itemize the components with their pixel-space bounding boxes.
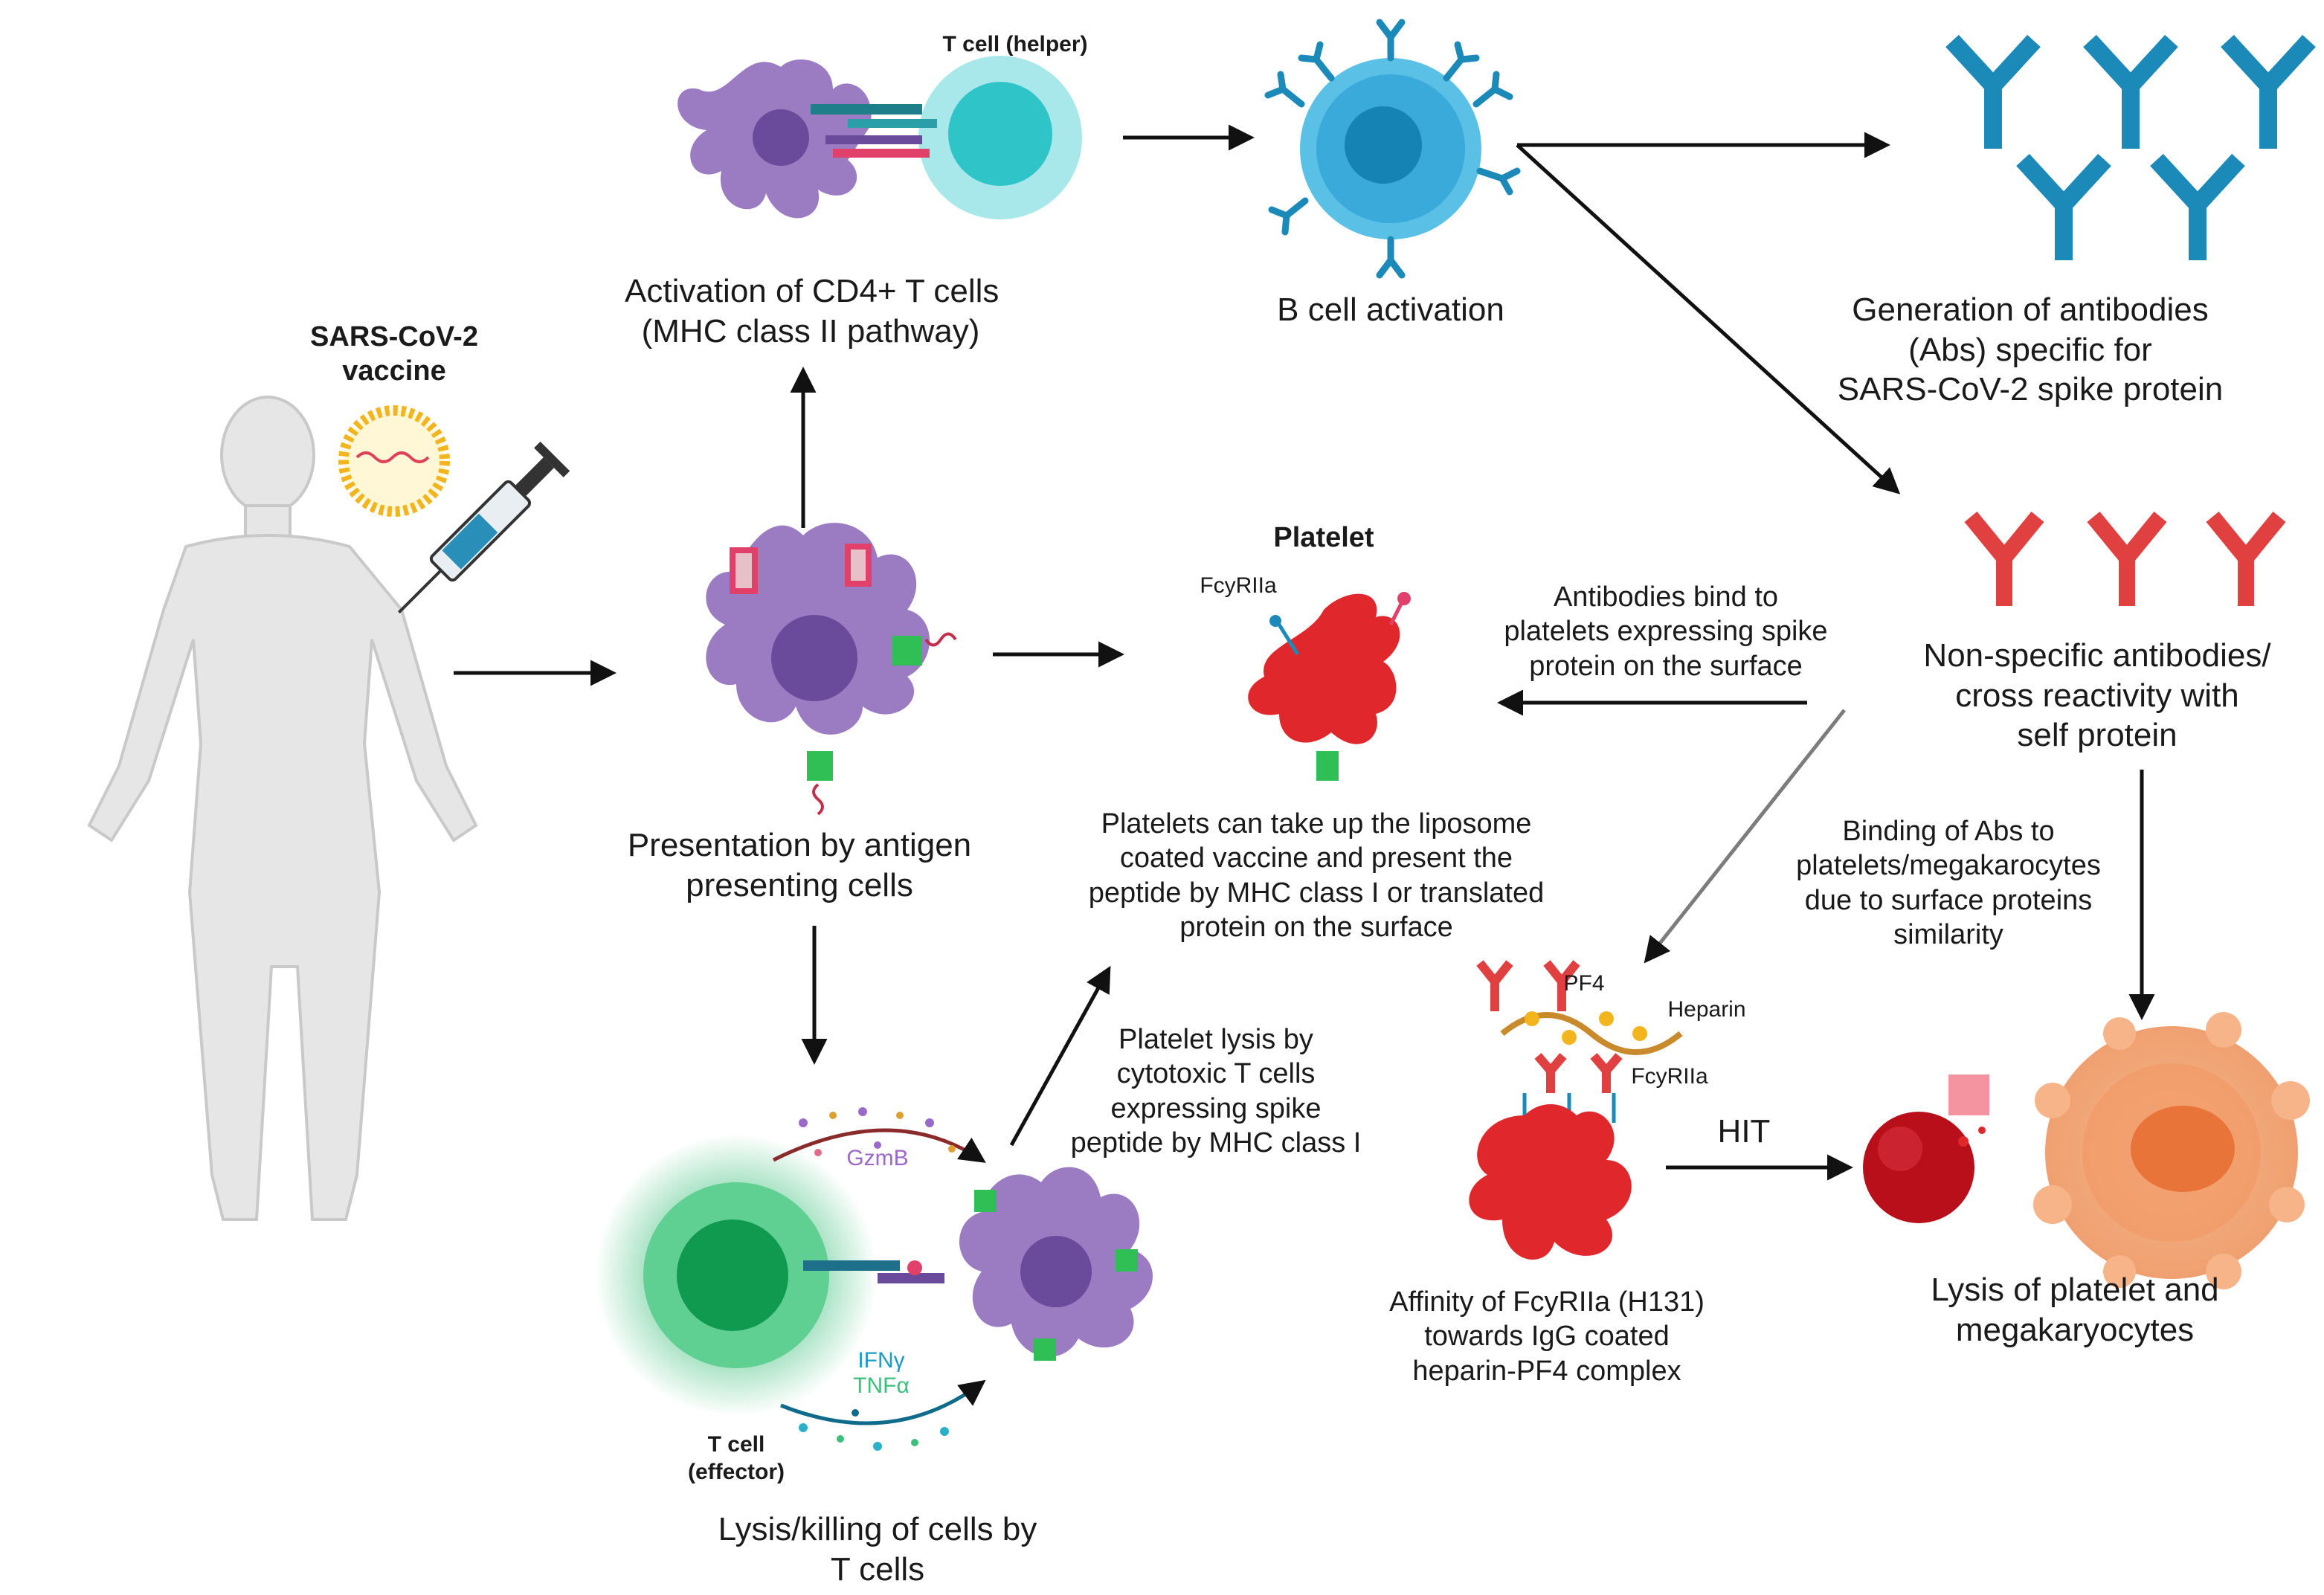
t-helper-label: T cell (helper): [942, 32, 1088, 57]
binding-abs-label: Binding of Abs to platelets/megakarocyte…: [1763, 814, 2134, 952]
cd4-activation-line1: Activation of CD4+ T cells: [625, 273, 1000, 309]
nonspecific-line2: cross reactivity with: [1955, 677, 2239, 714]
flow-arrows: [454, 124, 2155, 1181]
apc-middle-icon: [706, 523, 957, 816]
heparin-label: Heparin: [1667, 997, 1746, 1022]
lysis-platelet-line2: megakaryocytes: [1955, 1311, 2195, 1348]
cytokine-arc: [780, 1379, 986, 1425]
target-apc-bottom-icon: [959, 1167, 1153, 1361]
antibody-generation-line2: (Abs) specific for: [1908, 331, 2152, 368]
platelet-uptake-line4: protein on the surface: [1179, 912, 1453, 944]
b-cell-icon: [1264, 19, 1521, 279]
platelet-lysis-ctl-line1: Platelet lysis by: [1118, 1024, 1313, 1055]
platelet-lysis-ctl-line3: expressing spike: [1110, 1092, 1322, 1124]
antibodies-bind-label: Antibodies bind to platelets expressing …: [1465, 580, 1867, 683]
ifng-label: IFNγ: [857, 1348, 905, 1373]
binding-abs-line4: similarity: [1893, 919, 2003, 951]
hit-label: HIT: [1717, 1113, 1771, 1150]
megakaryocyte-icon: [2033, 1012, 2310, 1289]
affinity-label: Affinity of FcyRIIa (H131) towards IgG c…: [1346, 1285, 1748, 1388]
t-effector-line2: (effector): [687, 1459, 785, 1484]
heparin-receptor-label: FcyRIIa: [1631, 1064, 1708, 1089]
heparin-pf4-complex-icon: [1476, 960, 1683, 1123]
syringe-icon: [397, 441, 570, 614]
platelet-uptake-line1: Platelets can take up the liposome: [1101, 808, 1532, 840]
nonspecific-label: Non-specific antibodies/ cross reactivit…: [1874, 636, 2320, 755]
liposome-vaccine-icon: [338, 405, 450, 517]
lysis-platelet-label: Lysis of platelet and megakaryocytes: [1874, 1270, 2276, 1350]
platelet-lysis-ctl-line4: peptide by MHC class I: [1070, 1127, 1362, 1159]
platelet-uptake-line2: coated vaccine and present the: [1119, 842, 1513, 874]
arrow-bcell-to-nonspecific: [1516, 144, 1901, 494]
platelet-uptake-label: Platelets can take up the liposome coate…: [1041, 807, 1591, 944]
platelet-title: Platelet: [1273, 522, 1374, 553]
b-cell-label: B cell activation: [1277, 291, 1504, 328]
antibody-blue-group-icon: [1945, 34, 2316, 260]
lysis-cells-line1: Lysis/killing of cells by: [718, 1511, 1037, 1547]
mhc-tcr-complex-icon: [811, 104, 937, 158]
vaccine-label-line1: SARS-CoV-2: [310, 321, 478, 352]
antibodies-bind-line3: protein on the surface: [1529, 650, 1803, 682]
gzmb-arc: [772, 1128, 986, 1163]
pf4-label: PF4: [1563, 971, 1605, 996]
platelet-center-icon: [1248, 592, 1411, 781]
t-effector-line1: T cell: [707, 1432, 765, 1457]
nonspecific-line1: Non-specific antibodies/: [1923, 637, 2271, 674]
platelet-lysis-ctl-label: Platelet lysis by cytotoxic T cells expr…: [1034, 1022, 1398, 1160]
binding-abs-line3: due to surface proteins: [1804, 884, 2093, 916]
lysed-platelet-icon: [1863, 1074, 1989, 1223]
tcr-mhc-effector-icon: [803, 1260, 944, 1283]
antibody-generation-line1: Generation of antibodies: [1852, 291, 2209, 328]
antibodies-bind-line2: platelets expressing spike: [1504, 616, 1828, 648]
antibody-generation-line3: SARS-CoV-2 spike protein: [1837, 371, 2224, 408]
arrow-effector-to-platelet: [1009, 965, 1111, 1147]
apc-line1: Presentation by antigen: [627, 827, 972, 863]
t-effector-label: T cell (effector): [654, 1431, 818, 1486]
lysis-platelet-line1: Lysis of platelet and: [1931, 1272, 2219, 1308]
antibody-generation-label: Generation of antibodies (Abs) specific …: [1807, 290, 2253, 410]
antibody-red-group-icon: [1964, 512, 2286, 606]
arrow-nonspecific-to-heparin: [1644, 709, 1846, 964]
platelet-uptake-line3: peptide by MHC class I or translated: [1088, 877, 1545, 909]
platelet-hit-icon: [1469, 1104, 1632, 1260]
vaccine-label-line2: vaccine: [342, 355, 446, 387]
t-effector-cell-icon: [595, 1134, 878, 1417]
binding-abs-line1: Binding of Abs to: [1842, 816, 2055, 847]
vaccine-label: SARS-CoV-2 vaccine: [283, 320, 506, 389]
t-helper-cell-icon: [918, 56, 1082, 219]
granule-dots-icon: [799, 1107, 956, 1451]
lysis-cells-label: Lysis/killing of cells by T cells: [654, 1509, 1101, 1589]
gzmb-label: GzmB: [846, 1146, 909, 1170]
affinity-line1: Affinity of FcyRIIa (H131): [1389, 1286, 1705, 1318]
apc-top-icon: [677, 59, 872, 219]
platelet-lysis-ctl-line2: cytotoxic T cells: [1116, 1058, 1316, 1090]
affinity-line2: towards IgG coated: [1424, 1321, 1670, 1353]
apc-line2: presenting cells: [686, 866, 913, 903]
affinity-line3: heparin-PF4 complex: [1412, 1355, 1681, 1387]
cd4-activation-line2: (MHC class II pathway): [641, 312, 980, 349]
nonspecific-line3: self protein: [2017, 717, 2177, 754]
cd4-activation-label: Activation of CD4+ T cells (MHC class II…: [625, 271, 1000, 351]
platelet-receptor-label: FcyRIIa: [1200, 573, 1277, 598]
antibodies-bind-line1: Antibodies bind to: [1553, 581, 1779, 613]
binding-abs-line2: platelets/megakarocytes: [1796, 850, 2101, 882]
lysis-cells-line2: T cells: [830, 1550, 925, 1588]
tnfa-label: TNFα: [853, 1373, 910, 1398]
apc-label: Presentation by antigen presenting cells: [591, 825, 1008, 905]
human-figure-icon: [87, 396, 478, 1221]
